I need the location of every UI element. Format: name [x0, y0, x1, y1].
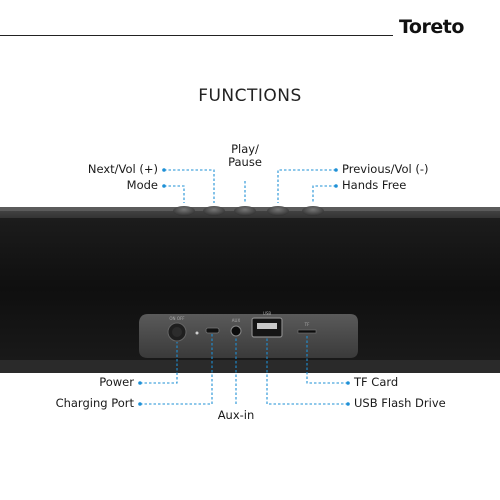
label-power: Power	[99, 375, 134, 389]
label-next-vol: Next/Vol (+)	[87, 162, 158, 176]
top-button-mode[interactable]	[173, 206, 195, 216]
top-button-next-vol[interactable]	[203, 206, 225, 216]
label-tf-card: TF Card	[354, 375, 399, 389]
leader-dot-mode	[162, 184, 166, 188]
panel-marking-aux: AUX	[232, 318, 241, 323]
panel-marking-on-off: ON OFF	[169, 316, 185, 321]
page-title: FUNCTIONS	[198, 86, 302, 106]
label-mode: Mode	[126, 178, 158, 192]
label-aux-in: Aux-in	[217, 408, 255, 422]
leader-dot-tf-card	[346, 381, 350, 385]
leader-dot-power	[138, 381, 142, 385]
top-button-hands-free[interactable]	[302, 206, 324, 216]
label-play-pause-line2: Pause	[228, 155, 262, 169]
control-panel	[139, 314, 358, 358]
leader-hands-free	[312, 185, 336, 203]
label-charging-port: Charging Port	[55, 396, 134, 410]
leader-power	[140, 342, 178, 384]
tf-card-slot[interactable]	[297, 329, 317, 334]
charging-port[interactable]	[205, 327, 220, 334]
label-play-pause-line1: Play/	[231, 142, 259, 156]
led-indicator-icon	[195, 331, 199, 335]
leader-dot-previous-vol	[334, 168, 338, 172]
top-button-play-pause[interactable]	[234, 206, 256, 216]
leader-tf-card	[306, 334, 348, 384]
brand-logo: Toreto	[399, 16, 464, 38]
aux-jack[interactable]	[230, 325, 242, 337]
leader-mode	[164, 185, 185, 203]
panel-marking-usb: USB	[263, 311, 271, 316]
top-button-previous-vol[interactable]	[267, 206, 289, 216]
label-usb-flash-drive: USB Flash Drive	[354, 396, 446, 410]
header-rule	[0, 35, 393, 36]
power-switch[interactable]	[167, 322, 187, 342]
leader-dot-usb-flash-drive	[346, 402, 350, 406]
panel-marking-tf: TF	[304, 322, 310, 327]
leader-dot-next-vol	[162, 168, 166, 172]
leader-dot-hands-free	[334, 184, 338, 188]
leader-usb-flash-drive	[266, 338, 348, 405]
leader-previous-vol	[277, 169, 336, 203]
leader-next-vol	[164, 169, 215, 203]
leader-dot-charging-port	[138, 402, 142, 406]
label-previous-vol: Previous/Vol (-)	[342, 162, 429, 176]
leader-charging-port	[140, 334, 213, 405]
usb-port[interactable]	[251, 317, 283, 338]
label-hands-free: Hands Free	[342, 178, 407, 192]
